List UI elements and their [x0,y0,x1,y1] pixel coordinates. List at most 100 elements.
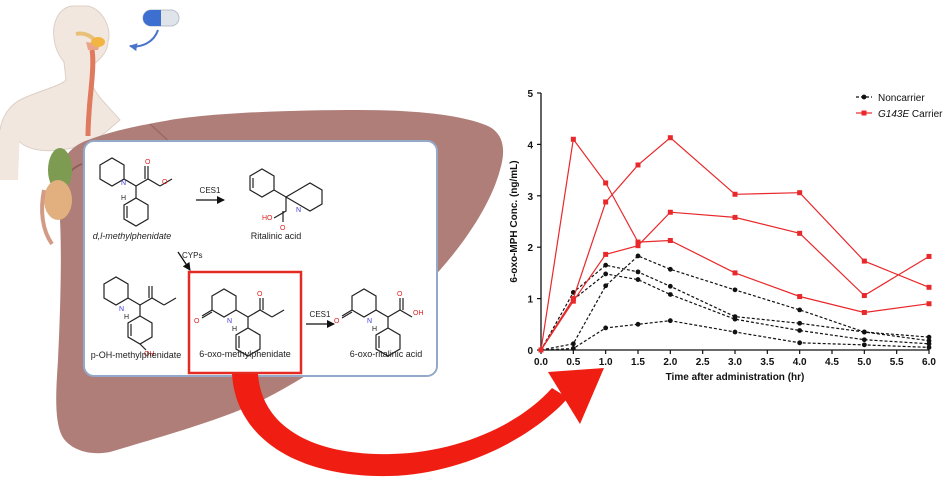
x-tick-label: 1.0 [599,357,613,368]
pathway-box [83,140,438,377]
molecule-6-oxo-methylphenidate [201,288,285,357]
x-tick-label: 4.5 [825,357,839,368]
atom-h-3: H [124,314,129,321]
noncarrier-point [603,325,609,331]
noncarrier-point [861,342,867,348]
label-methylphenidate: d,l-methylphenidate [93,231,172,241]
noncarrier-point [926,345,932,350]
atom-o-3: O [280,225,286,232]
noncarrier-point [732,287,738,293]
carrier-point [797,294,803,300]
label-ritalinic-acid: Ritalinic acid [251,231,302,241]
arrow-cyps [177,251,191,271]
noncarrier-point [667,292,673,297]
y-tick-label: 1 [527,295,533,306]
pill-capsule-icon [129,9,180,52]
carrier-point [797,190,803,196]
x-tick-label: 1.5 [631,357,645,368]
x-tick-label: 3.0 [728,357,742,368]
carrier-point [570,136,576,142]
label-6-oxo-ritalinic-acid: 6-oxo-ritalinic acid [350,349,423,359]
noncarrier-point [570,341,576,347]
molecule-p-oh-methylphenidate [103,276,177,351]
atom-o-6: O [334,318,340,325]
noncarrier-point [926,334,932,340]
noncarrier-point [861,329,867,335]
noncarrier-series-line [540,320,930,351]
carrier-point [861,293,867,299]
x-tick-label: 2.0 [663,357,677,368]
atom-h-6: H [372,326,377,333]
x-tick-label: 2.5 [696,357,710,368]
y-tick-label: 0 [527,346,533,357]
noncarrier-point [570,346,576,351]
x-tick-label: 5.0 [857,357,871,368]
noncarrier-point [797,340,803,346]
atom-o-1: O [145,159,151,166]
noncarrier-point [667,266,673,272]
noncarrier-point [797,320,803,326]
x-tick-label: 0.0 [534,357,548,368]
legend-carrier-marker [861,110,867,116]
noncarrier-point [797,307,803,313]
noncarrier-point [603,262,609,268]
x-tick-label: 0.5 [566,357,580,368]
carrier-point [570,296,576,302]
atom-n-3: N [119,306,124,313]
noncarrier-series-line [540,264,930,351]
carrier-point [926,253,932,259]
carrier-point [635,162,641,168]
atom-h-1: H [121,195,126,202]
carrier-point [926,284,932,290]
legend-carrier-label: G143E Carrier [878,109,943,120]
carrier-point [732,191,738,197]
carrier-point [635,243,641,249]
carrier-series-line [540,211,930,351]
noncarrier-point [635,269,641,275]
atom-oh-7: OH [413,310,424,317]
atom-ho-1: HO [262,215,273,222]
carrier-point [926,301,932,307]
y-axis-label: 6-oxo-MPH Conc. (ng/mL) [509,160,520,282]
noncarrier-point [603,283,609,289]
noncarrier-point [667,283,673,289]
noncarrier-point [797,328,803,333]
noncarrier-point [861,337,867,343]
legend-noncarrier-label: Noncarrier [878,93,925,104]
atom-h-4: H [232,326,237,333]
noncarrier-point [667,318,673,324]
noncarrier-series-line [540,255,930,351]
carrier-point [861,309,867,315]
noncarrier-point [732,316,738,322]
atom-n-4: N [227,318,232,325]
carrier-point [603,251,609,257]
noncarrier-point [635,277,641,282]
noncarrier-point [635,253,641,259]
y-tick-label: 5 [527,89,533,100]
enzyme-ces1-top: CES1 [200,186,221,195]
x-tick-label: 6.0 [922,357,936,368]
carrier-point [732,270,738,276]
carrier-point [603,199,609,205]
carrier-point [538,347,544,353]
atom-o-7: O [397,291,403,298]
x-tick-label: 5.5 [890,357,904,368]
label-p-oh-methylphenidate: p-OH-methylphenidate [91,350,182,360]
molecule-ritalinic-acid [249,168,323,222]
molecule-6-oxo-ritalinic-acid [341,288,413,357]
enzyme-cyps: CYPs [182,251,202,260]
y-tick-label: 4 [527,140,533,151]
atom-n-2: N [296,207,301,214]
label-6-oxo-methylphenidate: 6-oxo-methylphenidate [199,349,291,359]
molecule-methylphenidate [99,157,173,227]
atom-oh-3: OH [144,351,155,358]
carrier-point [732,214,738,220]
carrier-point [635,239,641,245]
atom-n-6: N [367,318,372,325]
human-body-icon [0,5,121,180]
atom-o-5: O [257,291,263,298]
x-tick-label: 4.0 [793,357,807,368]
x-tick-label: 3.5 [760,357,774,368]
carrier-point [603,180,609,186]
